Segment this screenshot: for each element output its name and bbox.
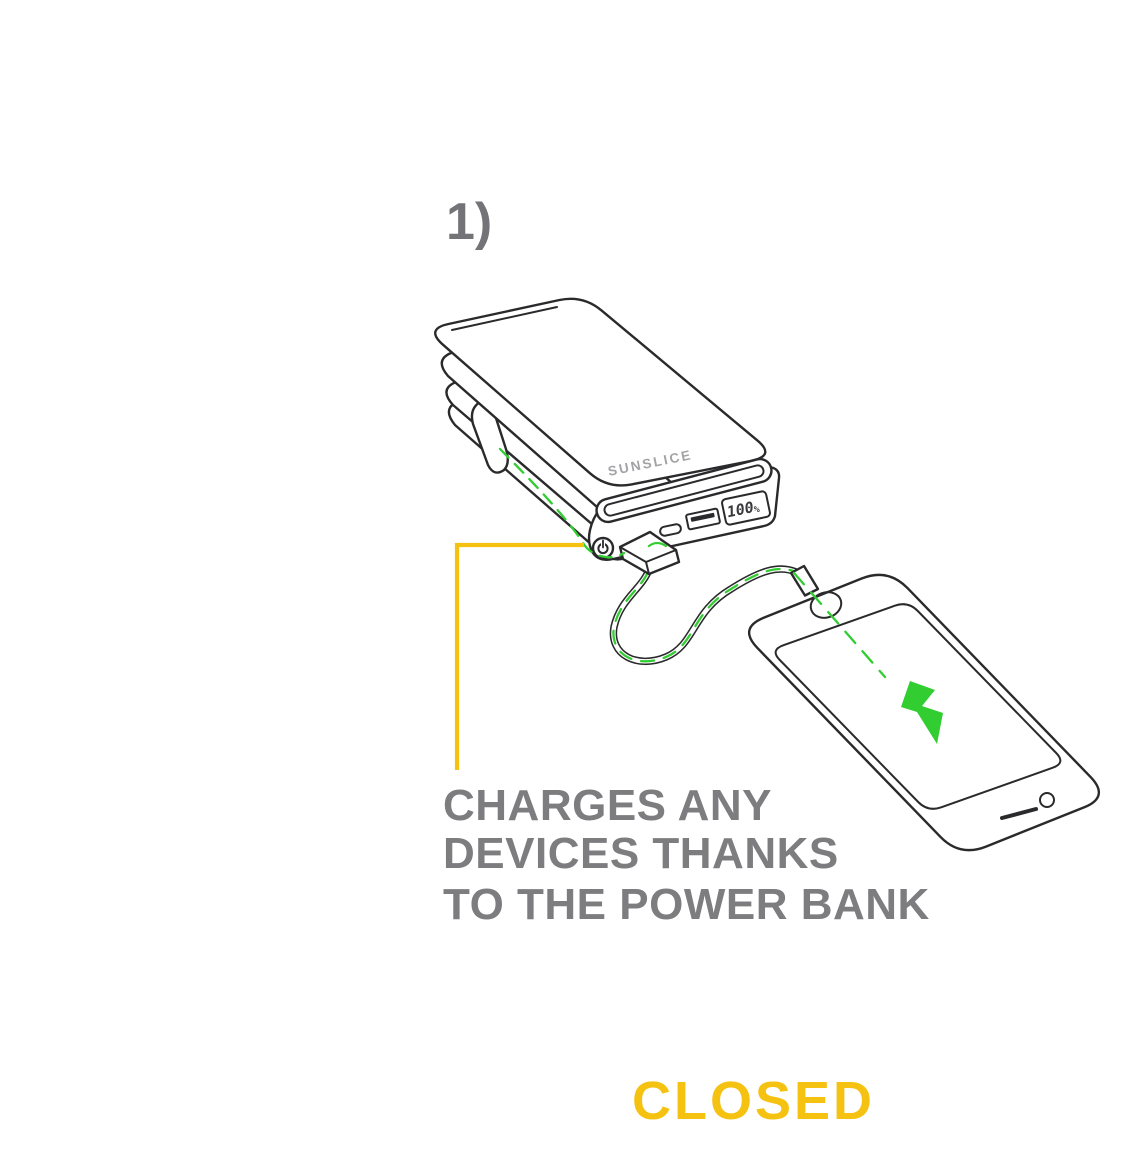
charging-slot-inner	[603, 464, 765, 517]
phone-plug	[789, 564, 820, 597]
caption-line-2: DEVICES THANKS	[443, 829, 839, 878]
power-button	[591, 536, 615, 560]
state-label: CLOSED	[632, 1071, 875, 1131]
caption-line-1: CHARGES ANY	[443, 781, 772, 830]
lightning-bolt-icon	[901, 681, 943, 744]
battery-display: 100%	[721, 490, 771, 526]
step-label: 1)	[446, 193, 492, 251]
usb-c-port	[659, 523, 682, 537]
power-icon	[597, 539, 609, 555]
usb-a-port	[685, 507, 721, 531]
caption: CHARGES ANY DEVICES THANKS TO THE POWER …	[443, 781, 930, 929]
phone-port-circle	[809, 591, 843, 619]
cable-energy-dashes	[612, 567, 798, 663]
power-bank: SUNSLICE 100%	[434, 297, 781, 561]
plug-energy-mark	[647, 541, 668, 548]
usb-plug	[618, 530, 681, 576]
phone-screen	[774, 603, 1062, 810]
side-energy-dashes	[498, 447, 626, 559]
power-bank-lid	[434, 297, 767, 487]
annotation-line	[454, 542, 584, 770]
battery-display-text: 100%	[725, 497, 761, 521]
lid-edge-line	[451, 306, 558, 331]
home-button-icon	[1039, 792, 1055, 808]
caption-line-3: TO THE POWER BANK	[443, 880, 930, 929]
charging-cable	[609, 565, 800, 665]
charging-slot-outer	[595, 457, 773, 524]
speaker-line	[1000, 807, 1038, 820]
phone-energy-dashes	[792, 571, 887, 679]
